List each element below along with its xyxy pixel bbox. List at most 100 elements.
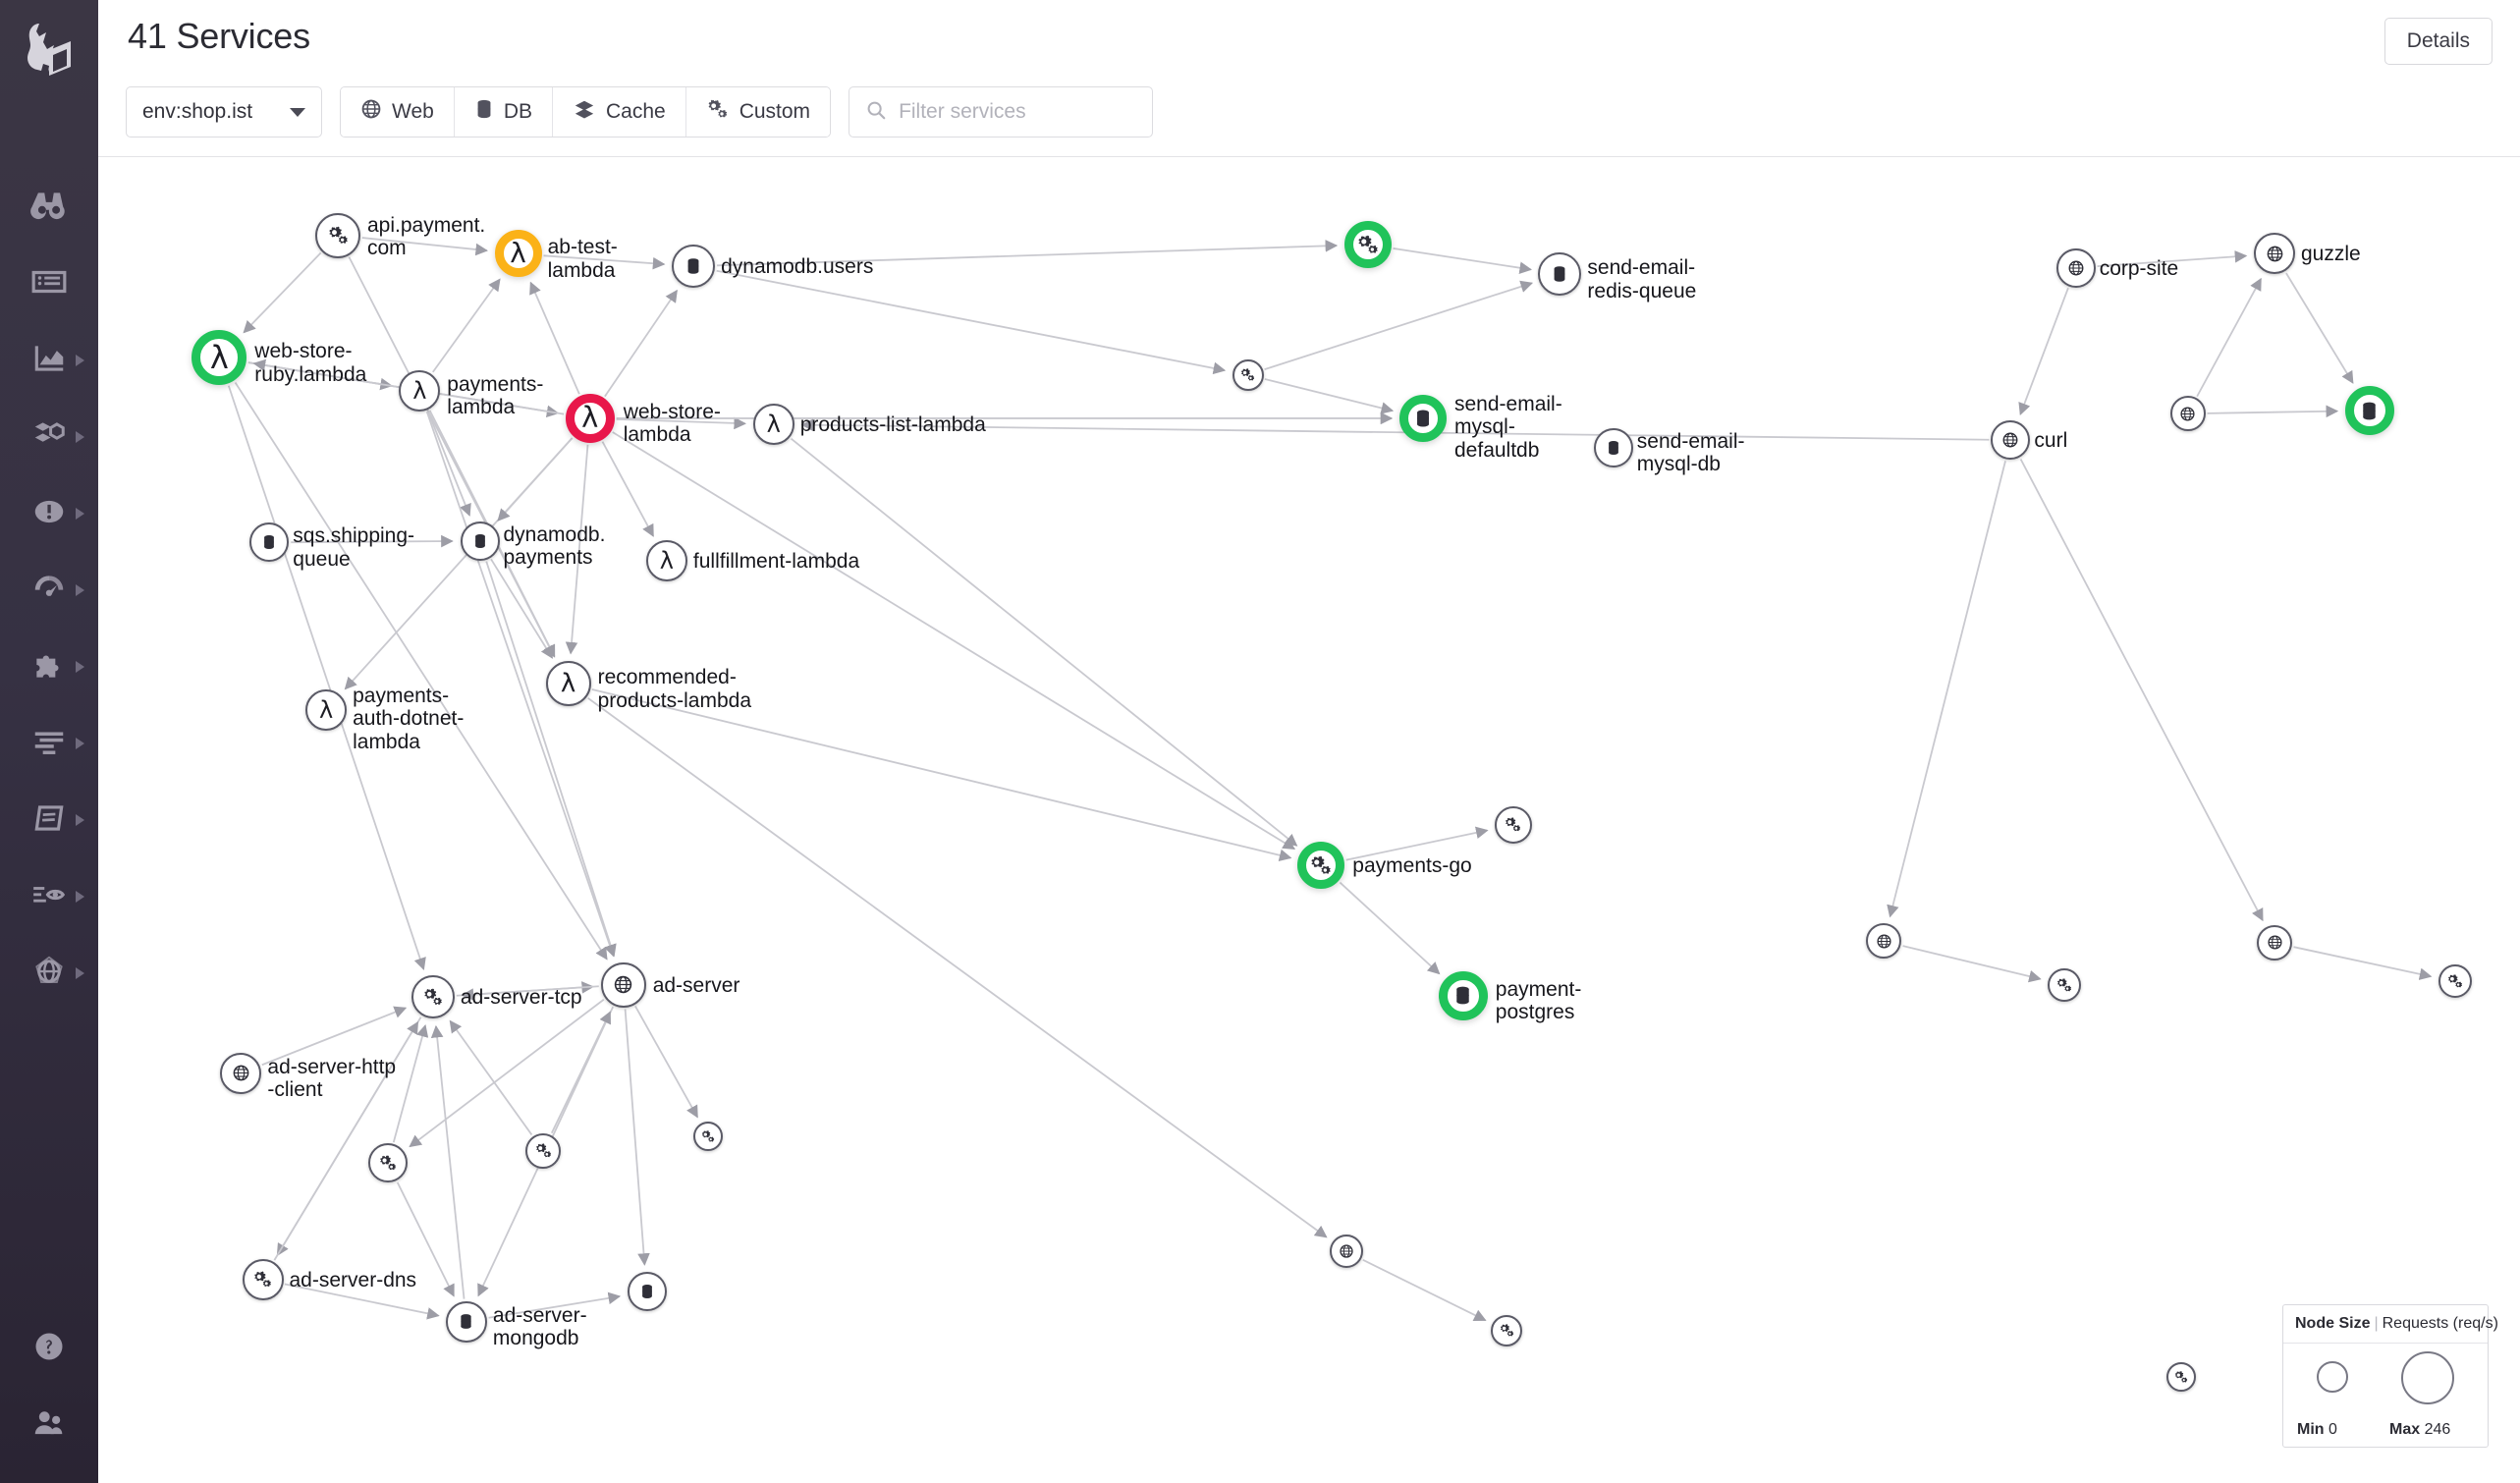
service-edge	[243, 251, 322, 334]
service-node-payments-lambda[interactable]: λ	[399, 369, 441, 412]
service-edge	[1345, 826, 1489, 861]
service-node[interactable]	[368, 1143, 408, 1183]
legend-separator: |	[2374, 1315, 2379, 1332]
lambda-icon: λ	[510, 237, 526, 270]
sidebar-item-logs[interactable]	[0, 705, 98, 782]
service-node-curl[interactable]	[1991, 420, 2031, 461]
node-size-legend: Node Size|Requests (req/s) Min 0 Max 246	[2282, 1304, 2498, 1448]
service-node-sqs-shipping[interactable]	[249, 522, 290, 563]
service-edge	[291, 534, 454, 548]
sidebar-item-apm[interactable]	[0, 552, 98, 629]
sidebar-item-help[interactable]	[0, 1310, 98, 1387]
service-node[interactable]	[2344, 386, 2394, 436]
service-node-ad-server-mongodb[interactable]	[445, 1300, 487, 1343]
service-node[interactable]	[2165, 1362, 2196, 1393]
sidebar-nav-list	[0, 169, 98, 1012]
service-edge	[2293, 946, 2433, 980]
service-node-web-store-lambda[interactable]: λ	[565, 393, 615, 443]
gears-icon	[1500, 1323, 1514, 1338]
sidebar-item-integrations[interactable]	[0, 629, 98, 705]
service-node-ad-server-http[interactable]	[220, 1052, 262, 1094]
service-node[interactable]	[2047, 967, 2081, 1002]
service-node-fullfillment[interactable]: λ	[645, 540, 687, 582]
service-node[interactable]	[2438, 964, 2472, 999]
service-edge	[227, 385, 426, 971]
sidebar-item-dashboards[interactable]	[0, 322, 98, 399]
filter-web-button[interactable]: Web	[341, 87, 455, 137]
legend-max-caption: Max 246	[2389, 1421, 2451, 1438]
binoculars-icon	[30, 187, 68, 229]
service-node[interactable]	[693, 1122, 724, 1152]
service-node[interactable]	[2257, 924, 2292, 961]
service-edge	[461, 985, 599, 1001]
service-node[interactable]	[1494, 805, 1532, 844]
service-node-send-email-mysql-default[interactable]	[1399, 394, 1447, 442]
service-edge	[565, 444, 589, 655]
datadog-logo[interactable]	[0, 0, 98, 98]
service-node-corp-site[interactable]	[2055, 247, 2096, 288]
sidebar-item-events[interactable]	[0, 246, 98, 322]
service-node-payments-auth[interactable]: λ	[305, 688, 348, 731]
database-icon	[1550, 264, 1569, 284]
database-icon	[471, 532, 489, 550]
chevron-right-icon	[76, 891, 84, 903]
database-icon	[457, 1312, 475, 1331]
env-select[interactable]: env:shop.ist	[126, 86, 322, 137]
service-node[interactable]	[1329, 1235, 1363, 1269]
service-edge	[616, 416, 746, 430]
service-node[interactable]	[1866, 923, 1902, 960]
sidebar-item-team[interactable]	[0, 1387, 98, 1463]
service-edge	[2207, 405, 2339, 418]
sidebar-item-watchdog[interactable]	[0, 169, 98, 246]
globe-icon	[2266, 245, 2284, 263]
service-node-payments-go[interactable]	[1297, 841, 1345, 889]
service-node-dynamodb-users[interactable]	[672, 245, 716, 289]
filter-custom-button[interactable]: Custom	[685, 87, 831, 137]
gears-icon	[253, 1270, 272, 1289]
chevron-right-icon	[76, 355, 84, 366]
service-node-dynamodb-payments[interactable]	[460, 521, 500, 561]
sidebar-item-synthetics[interactable]	[0, 858, 98, 935]
service-edge	[1362, 1259, 1487, 1322]
service-node-api-payment-com[interactable]	[315, 212, 360, 258]
service-node-products-list[interactable]: λ	[752, 404, 794, 446]
service-node-recommended[interactable]: λ	[545, 661, 591, 707]
service-node-ad-server[interactable]	[600, 961, 646, 1008]
left-sidebar	[0, 0, 98, 1483]
service-node-ad-server-dns[interactable]	[242, 1258, 284, 1300]
service-node-payment-postgres[interactable]	[1438, 970, 1488, 1020]
area-chart-icon	[30, 340, 68, 382]
search-input[interactable]	[899, 100, 1137, 124]
service-node-send-email-mysql-db[interactable]	[1593, 427, 1633, 467]
filter-custom-label: Custom	[739, 100, 811, 123]
service-node-web-store-ruby[interactable]: λ	[192, 330, 247, 386]
filter-db-button[interactable]: DB	[454, 87, 553, 137]
sidebar-item-infrastructure[interactable]	[0, 399, 98, 475]
eye-scan-icon	[30, 876, 68, 918]
details-button[interactable]: Details	[2383, 18, 2493, 65]
service-map-edges	[227, 237, 2433, 1322]
service-node-send-email-redis[interactable]	[1538, 252, 1582, 296]
sidebar-item-monitors[interactable]	[0, 475, 98, 552]
search-box[interactable]	[849, 86, 1154, 137]
service-edge	[800, 418, 1990, 441]
database-icon	[1452, 984, 1474, 1007]
service-node-ad-server-tcp[interactable]	[411, 975, 455, 1019]
service-node[interactable]	[2169, 396, 2206, 432]
service-node[interactable]	[1491, 1314, 1522, 1346]
service-node-ab-test-lambda[interactable]: λ	[494, 230, 542, 278]
database-icon	[684, 256, 703, 276]
sidebar-item-notebooks[interactable]	[0, 782, 98, 858]
service-node-guzzle[interactable]	[2254, 233, 2295, 275]
service-node[interactable]	[525, 1132, 562, 1169]
service-node[interactable]	[1232, 358, 1264, 391]
service-node[interactable]	[627, 1272, 667, 1312]
sidebar-item-network[interactable]	[0, 935, 98, 1012]
globe-icon	[2001, 431, 2019, 449]
filter-web-label: Web	[392, 100, 434, 123]
filter-cache-button[interactable]: Cache	[553, 87, 686, 137]
service-edge	[409, 999, 605, 1148]
service-edge	[2018, 287, 2069, 416]
service-node[interactable]	[1343, 220, 1392, 268]
